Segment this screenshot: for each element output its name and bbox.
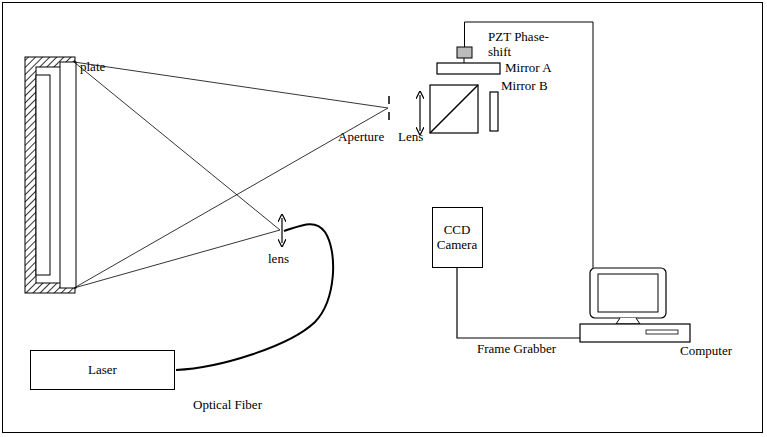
signal-cable	[457, 268, 580, 338]
part-label: lens	[268, 252, 289, 267]
node-label: CCD Camera	[437, 223, 477, 253]
beam-splitter	[430, 85, 478, 133]
laser-box: Laser	[30, 350, 175, 390]
camera-box: CCD Camera	[432, 207, 483, 268]
optical-fiber	[176, 224, 333, 370]
part-label: Lens	[398, 130, 423, 145]
aperture	[388, 96, 390, 120]
light-rays	[74, 62, 388, 288]
part-label: Mirror B	[501, 79, 548, 94]
node-label: Laser	[88, 363, 117, 378]
computer-unit: Computer	[576, 262, 738, 362]
edge-label: Frame Grabber	[477, 342, 556, 357]
illumination-lens	[281, 218, 282, 243]
node-label: Computer	[680, 344, 732, 359]
plate-holder	[25, 57, 76, 293]
part-label: Mirror A	[505, 61, 552, 76]
mirror-a	[437, 63, 500, 74]
mirror-b	[490, 92, 498, 131]
pzt-actuator	[457, 47, 472, 58]
pzt-wire	[465, 22, 594, 270]
part-label: PZT Phase-shift	[488, 30, 550, 60]
part-label: Aperture	[338, 130, 384, 145]
imaging-lens	[419, 95, 420, 131]
part-label: plate	[80, 60, 105, 75]
part-label: Optical Fiber	[193, 398, 262, 413]
